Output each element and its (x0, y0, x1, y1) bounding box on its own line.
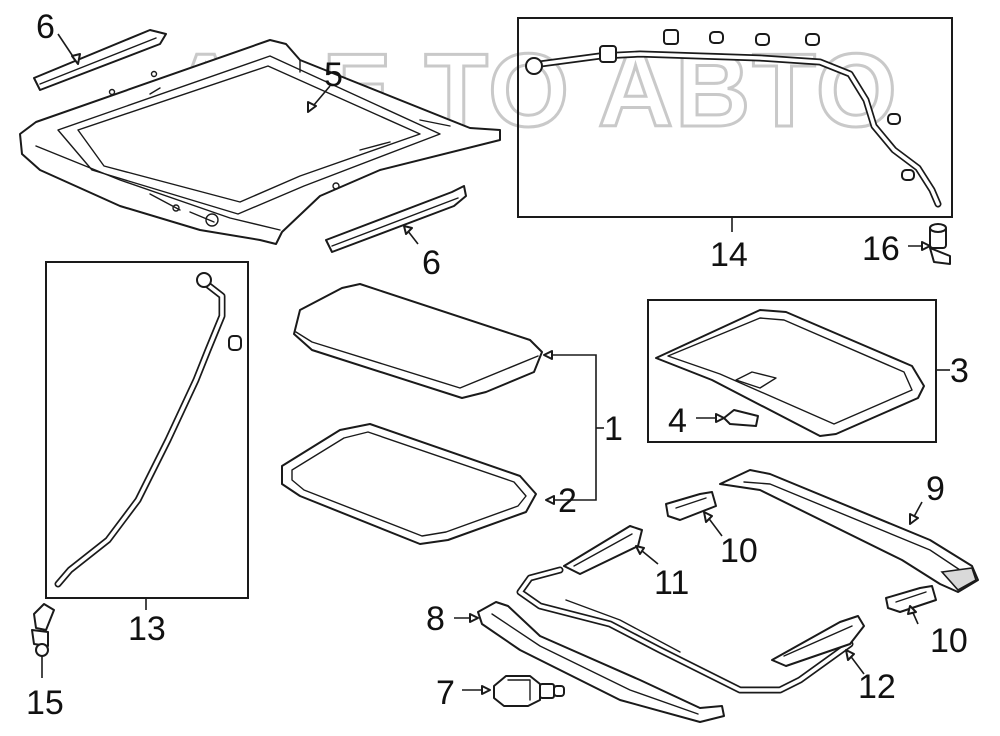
callout-16: 16 (862, 230, 900, 268)
callout-6-bottom: 6 (422, 244, 441, 282)
callout-2: 2 (558, 482, 577, 520)
left-slider-mechanism (563, 525, 643, 575)
sunshade-box (647, 299, 937, 443)
front-drain-hose (525, 45, 942, 208)
rear-guide-rail (719, 469, 979, 593)
rear-drain-hose (54, 272, 242, 588)
callout-5: 5 (324, 56, 343, 94)
drive-cables (516, 566, 854, 694)
drain-valve-15 (31, 603, 55, 657)
callout-leaders (41, 33, 950, 695)
callout-13: 13 (128, 610, 166, 648)
glass-panel (293, 283, 543, 399)
rear-drain-hose-box (45, 261, 249, 599)
callout-8: 8 (426, 600, 445, 638)
sunshade-handle-4 (723, 409, 759, 427)
callout-10-upper: 10 (720, 532, 758, 570)
callout-12: 12 (858, 668, 896, 706)
callout-9: 9 (926, 470, 945, 508)
glass-weatherstrip (281, 423, 537, 545)
slider-bracket-upper (665, 491, 717, 521)
sunshade (655, 309, 925, 437)
callout-1: 1 (604, 410, 623, 448)
deflector-seal-top (33, 29, 167, 91)
callout-11: 11 (654, 564, 689, 602)
callout-4: 4 (668, 402, 687, 440)
callout-10-lower: 10 (930, 622, 968, 660)
callout-bracket-1 (543, 350, 604, 505)
callout-7: 7 (436, 674, 455, 712)
callout-14: 14 (710, 236, 748, 274)
sunroof-motor (493, 675, 565, 707)
sunroof-frame (19, 39, 501, 245)
callout-6-top: 6 (36, 8, 55, 46)
deflector-seal-bottom (325, 185, 467, 253)
callout-3: 3 (950, 352, 969, 390)
right-slider-mechanism (771, 615, 865, 667)
callout-15: 15 (26, 684, 64, 722)
hose-clips (663, 29, 915, 181)
slider-bracket-lower (885, 585, 937, 613)
callout-numbers: 6 5 6 14 16 13 15 1 2 3 4 9 10 10 11 12 … (26, 8, 969, 722)
front-guide-rail (477, 601, 725, 723)
drain-valve-16 (929, 223, 951, 265)
drain-hose-kit-box (517, 17, 953, 218)
